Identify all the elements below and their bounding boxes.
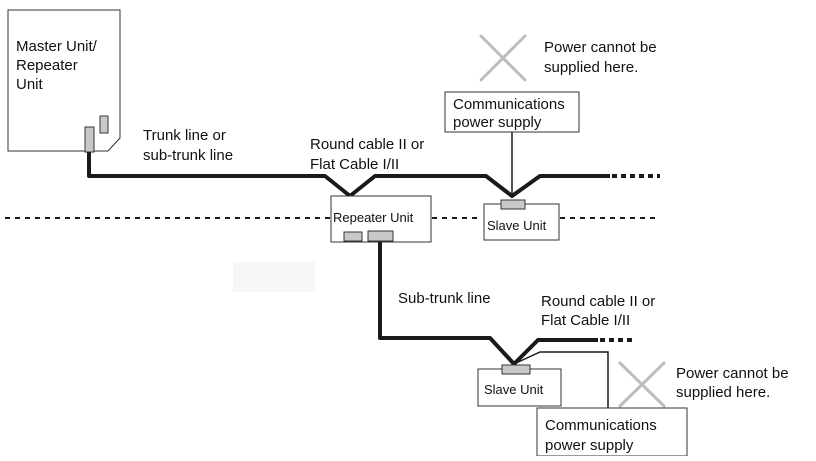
slave-unit-bottom-label: Slave Unit [484,382,544,397]
slave-unit-top-label: Slave Unit [487,218,547,233]
x-mark-top-icon [479,34,527,82]
repeater-unit: Repeater Unit [330,195,432,243]
power-supply-bottom: Communications power supply [536,407,688,457]
background-patch [233,262,315,292]
power-note-bottom: Power cannot be supplied here. [676,365,793,401]
power-note-top: Power cannot be supplied here. [544,39,661,76]
slave-unit-top: Slave Unit [483,199,560,241]
sub-trunk-label: Sub-trunk line [398,290,491,307]
repeater-unit-label: Repeater Unit [333,210,414,225]
master-connector-2 [99,115,109,134]
cable-type-label-bottom: Round cable II or Flat Cable I/II [541,293,659,329]
power-supply-top: Communications power supply [444,91,580,133]
trunk-cable [87,152,610,198]
x-mark-bottom-icon [618,361,666,408]
power-supply-top-label: Communications power supply [453,96,569,131]
cable-type-label-top: Round cable II or Flat Cable I/II [310,136,428,173]
power-supply-bottom-label: Communications power supply [545,417,661,454]
bottom-trunk-cable [512,338,598,366]
repeater-connector-2 [367,230,394,242]
slave-bottom-connector [501,364,531,375]
repeater-connector-1 [343,231,363,242]
power-supply-bottom-wire [513,351,609,408]
slave-unit-bottom: Slave Unit [477,364,562,407]
master-connector-1 [84,126,95,153]
master-unit-label: Master Unit/ Repeater Unit [16,38,101,93]
sub-trunk-cable [378,242,516,366]
master-unit: Master Unit/ Repeater Unit [7,9,121,153]
trunk-line-label: Trunk line or sub-trunk line [143,127,233,164]
slave-top-connector [500,199,526,210]
